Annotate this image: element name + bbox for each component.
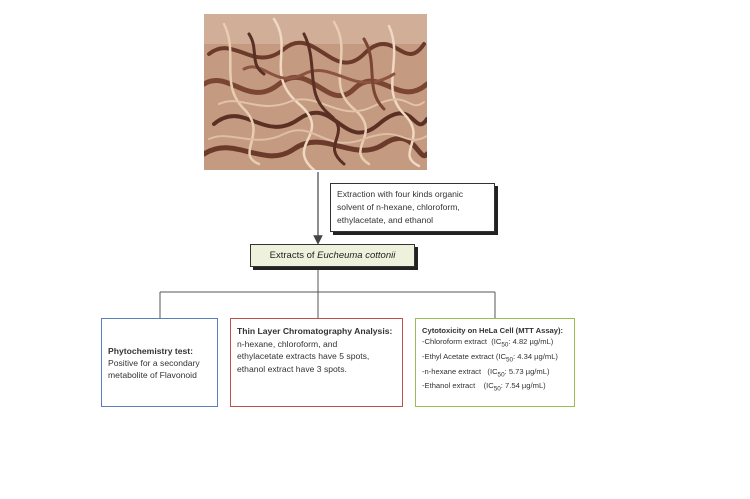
extraction-note-box: Extraction with four kinds organic solve…: [330, 183, 495, 232]
cytotoxicity-title: Cytotoxicity on HeLa Cell (MTT Assay):: [422, 326, 564, 335]
tlc-line: ethylacetate extracts have 5 spots,: [237, 351, 370, 361]
cytotoxicity-box: Cytotoxicity on HeLa Cell (MTT Assay): -…: [415, 318, 575, 407]
ic-label: IC: [498, 351, 506, 361]
tlc-box: Thin Layer Chromatography Analysis: n-he…: [230, 318, 403, 407]
cytotoxicity-row: -Ethanol extract (IC50: 7.54 µg/mL): [422, 381, 546, 393]
extract-name: -n-hexane extract: [422, 366, 482, 376]
ic-value: : 5.73 µg/mL): [504, 366, 550, 376]
ic-subscript: 50: [506, 356, 514, 364]
seaweed-photo: [204, 14, 427, 170]
phytochemistry-box: Phytochemistry test: Positive for a seco…: [101, 318, 218, 407]
cytotoxicity-row: -n-hexane extract (IC50: 5.73 µg/mL): [422, 366, 550, 379]
tlc-line: n-hexane, chloroform, and: [237, 338, 338, 349]
extraction-note-line: solvent of n-hexane, chloroform,: [337, 202, 460, 212]
extracts-species: Eucheuma cottonii: [317, 250, 396, 261]
phytochemistry-line: Positive for a secondary: [108, 358, 200, 368]
cytotoxicity-row: -Chloroform extract (IC50: 4.82 µg/mL): [422, 337, 554, 349]
ic-value: : 4.82 µg/mL): [508, 337, 554, 347]
ic-subscript: 50: [493, 385, 501, 393]
tlc-line: ethanol extract have 3 spots.: [237, 363, 347, 374]
extraction-note-line: Extraction with four kinds organic: [337, 189, 464, 199]
seaweed-illustration: [204, 14, 427, 170]
extracts-prefix: Extracts of: [269, 250, 315, 261]
ic-label: IC: [486, 381, 494, 391]
ic-subscript: 50: [501, 341, 509, 349]
extract-name: -Chloroform extract: [422, 337, 487, 347]
extraction-note-line: ethylacetate, and ethanol: [337, 215, 434, 225]
ic-value: : 7.54 µg/mL): [500, 381, 546, 391]
extract-name: -Ethanol extract: [422, 381, 476, 391]
phytochemistry-title: Phytochemistry test:: [108, 346, 194, 356]
ic-label: IC: [493, 337, 502, 347]
tlc-title: Thin Layer Chromatography Analysis:: [237, 326, 393, 336]
cytotoxicity-row: -Ethyl Acetate extract (IC50: 4.34 µg/mL…: [422, 351, 558, 364]
extract-name: -Ethyl Acetate extract: [422, 351, 494, 361]
ic-label: IC: [489, 366, 498, 376]
extracts-box: Extracts of Eucheuma cottonii: [250, 244, 415, 267]
phytochemistry-line: metabolite of Flavonoid: [108, 370, 197, 380]
ic-subscript: 50: [497, 371, 505, 379]
ic-value: : 4.34 µg/mL): [513, 351, 558, 361]
